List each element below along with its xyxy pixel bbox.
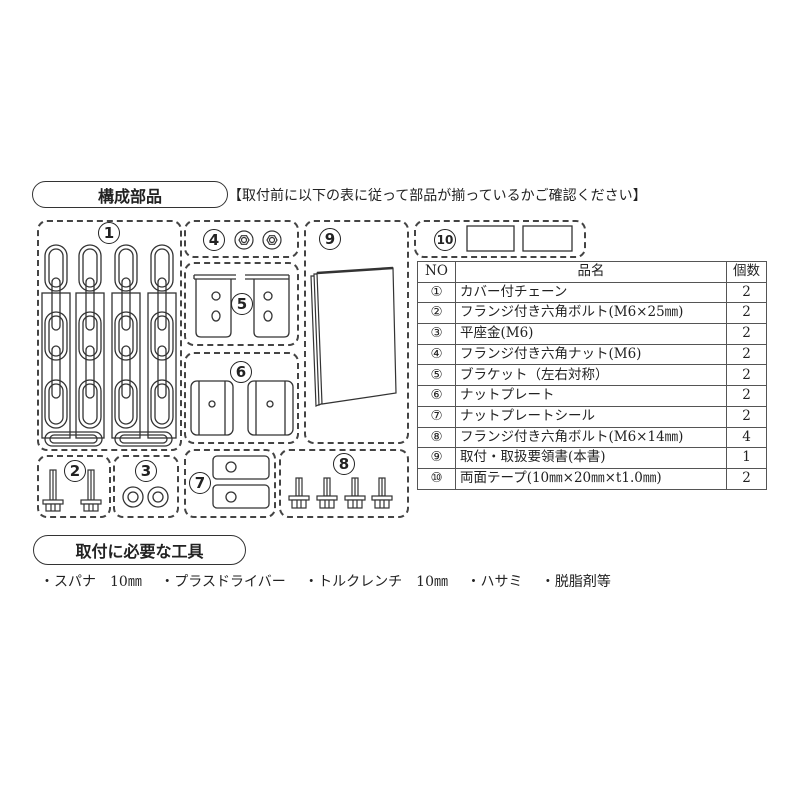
part-number-4-text: 4 [208,230,220,249]
nut-plate-icon [190,380,294,436]
part-box-2 [37,455,111,518]
row-qty: 1 [726,447,767,469]
row-qty: 4 [726,426,767,449]
row-no: ④ [417,343,456,366]
row-qty: 2 [726,343,767,366]
part-box-10 [414,220,586,258]
header-no: NO [417,261,456,283]
header-name: 品名 [455,261,727,283]
row-no: ⑦ [417,405,456,428]
part-number-9: 9 [319,228,341,250]
part-number-8: 8 [333,453,355,475]
bracket-icon [193,274,290,338]
part-box-8 [279,449,409,518]
table-row: ⑨ 取付・取扱要領書(本書) 1 [417,447,767,469]
tool-item: ・ハサミ [466,574,523,590]
part-number-7: 7 [189,472,211,494]
part-number-3: 3 [135,460,157,482]
row-name: 平座金(M6) [455,323,727,345]
row-no: ⑤ [417,364,456,387]
part-box-6 [184,352,299,444]
part-number-2: 2 [64,460,86,482]
table-row: ③ 平座金(M6) 2 [417,323,767,345]
row-qty: 2 [726,405,767,428]
table-row: ⑧ フランジ付き六角ボルト(M6×14㎜) 4 [417,426,767,449]
part-number-2-text: 2 [69,461,81,480]
part-number-6-text: 6 [235,362,247,381]
table-header-row: NO 品名 個数 [417,261,767,283]
row-qty: 2 [726,467,767,490]
part-box-1 [37,220,182,451]
row-name: フランジ付き六角ボルト(M6×25㎜) [455,302,727,325]
row-no: ⑨ [417,447,456,469]
tool-item: ・トルクレンチ 10㎜ [304,574,449,590]
part-box-4 [184,220,299,258]
row-no: ⑩ [417,467,456,490]
row-name: フランジ付き六角ボルト(M6×14㎜) [455,426,727,449]
row-name: フランジ付き六角ナット(M6) [455,343,727,366]
manual-booklet-icon [310,266,397,407]
row-name: 取付・取扱要領書(本書) [455,447,727,469]
table-row: ④ フランジ付き六角ナット(M6) 2 [417,343,767,366]
parts-table: NO 品名 個数 ① カバー付チェーン 2 ② フランジ付き六角ボルト(M6×2… [417,261,767,490]
row-no: ⑥ [417,385,456,407]
part-box-5 [184,262,299,346]
tools-list: ・スパナ 10㎜ ・プラスドライバー ・トルクレンチ 10㎜ ・ハサミ ・脱脂剤… [40,571,625,591]
tools-section-title-text: 取付に必要な工具 [75,542,204,561]
row-no: ③ [417,323,456,345]
table-row: ⑦ ナットプレートシール 2 [417,405,767,428]
flat-washer-icon [122,486,169,508]
flange-bolt-short-icon [288,477,393,509]
part-number-4: 4 [203,229,225,251]
table-row: ② フランジ付き六角ボルト(M6×25㎜) 2 [417,302,767,325]
part-box-9 [304,220,409,444]
row-no: ① [417,281,456,304]
tool-item: ・スパナ 10㎜ [40,574,142,590]
row-name: ナットプレート [455,385,727,407]
row-qty: 2 [726,385,767,407]
flange-bolt-icon [42,469,102,512]
row-no: ② [417,302,456,325]
part-number-5-text: 5 [236,294,248,313]
part-number-8-text: 8 [338,454,350,473]
nut-plate-seal-icon [212,455,270,509]
row-no: ⑧ [417,426,456,449]
row-name: カバー付チェーン [455,281,727,304]
part-box-7 [184,449,276,518]
part-number-7-text: 7 [194,473,206,492]
part-number-6: 6 [230,361,252,383]
part-number-1-text: 1 [103,223,115,242]
part-box-3 [113,455,179,518]
part-number-9-text: 9 [324,229,336,248]
row-qty: 2 [726,302,767,325]
row-name: ブラケット（左右対称） [455,364,727,387]
double-sided-tape-icon [466,225,573,252]
row-name: 両面テープ(10㎜×20㎜×t1.0㎜) [455,467,727,490]
parts-section-title-text: 構成部品 [97,186,162,206]
header-qty: 個数 [726,261,767,283]
part-number-10-text: 10 [436,233,454,247]
table-row: ① カバー付チェーン 2 [417,281,767,304]
part-number-10: 10 [434,229,456,251]
part-number-1: 1 [98,222,120,244]
tool-item: ・プラスドライバー [160,574,286,590]
row-name: ナットプレートシール [455,405,727,428]
flange-nut-icon [234,230,282,250]
table-row: ⑥ ナットプレート 2 [417,385,767,407]
parts-section-title: 構成部品 [32,181,228,208]
parts-check-note: 【取付前に以下の表に従って部品が揃っているかご確認ください】 [228,188,647,204]
tool-item: ・脱脂剤等 [540,574,611,590]
row-qty: 2 [726,281,767,304]
table-row: ⑤ ブラケット（左右対称） 2 [417,364,767,387]
table-row: ⑩ 両面テープ(10㎜×20㎜×t1.0㎜) 2 [417,467,767,490]
row-qty: 2 [726,364,767,387]
part-number-3-text: 3 [140,461,152,480]
row-qty: 2 [726,323,767,345]
chain-with-cover-icon [41,244,177,447]
tools-section-title: 取付に必要な工具 [33,535,246,565]
